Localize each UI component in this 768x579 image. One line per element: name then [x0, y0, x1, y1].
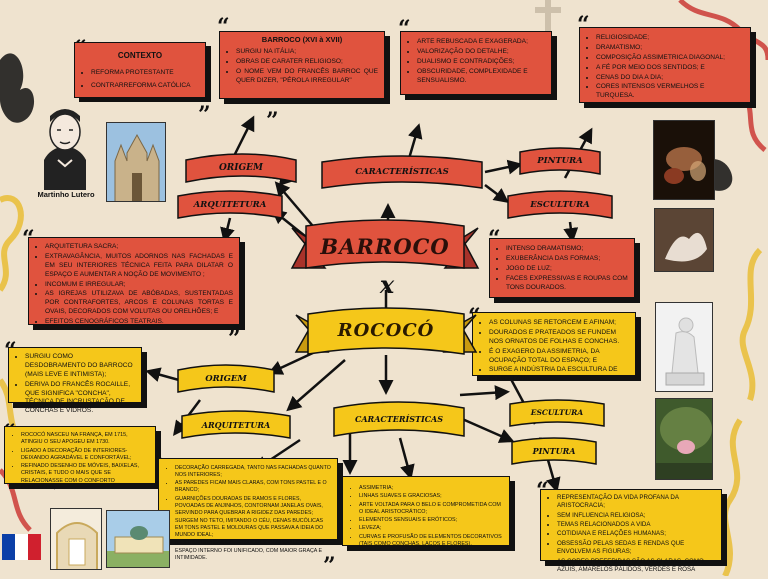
- barroco-pintura-box: RELIGIOSIDADE; DRAMATISMO; COMPOSIÇÃO AS…: [579, 27, 751, 103]
- ribbon-label: PINTURA: [532, 446, 576, 456]
- rococo-interior-image: [50, 508, 102, 570]
- list-item: EXUBERÂNCIA DAS FORMAS;: [506, 255, 628, 264]
- list-item: A FÉ POR MEIO DOS SENTIDOS; E: [596, 64, 744, 73]
- rococo-origem-box: SURGIU COMO DESDOBRAMENTO DO BARROCO (MA…: [8, 347, 142, 414]
- list-item: GUARNIÇÕES DOURADAS DE RAMOS E FLORES, P…: [175, 496, 331, 517]
- portrait-image: [44, 109, 86, 190]
- list-item: ARTE VOLTADA PARA O BELO E COMPROMETIDA …: [359, 502, 503, 517]
- versus-mark: x: [379, 270, 395, 299]
- barroco-origem-title: BARROCO (XVI à XVII): [261, 35, 343, 44]
- list-item: CENAS DO DIA A DIA;: [596, 74, 744, 83]
- list-item: REFINADO DESENHO DE MÓVEIS, BAIXELAS, CR…: [21, 463, 149, 492]
- rococo-title: ROCOCÓ: [337, 320, 435, 341]
- barroco-caracteristicas-box: ARTE REBUSCADA E EXAGERADA; VALORIZAÇÃO …: [400, 31, 552, 95]
- ribbon-label: CARACTERÍSTICAS: [355, 167, 449, 177]
- list-item: OBSCURIDADE, COMPLEXIDADE E SENSUALISMO.: [417, 68, 545, 86]
- list-item: LEVEZA;: [359, 525, 503, 532]
- list-item: SURGIU COMO DESDOBRAMENTO DO BARROCO (MA…: [25, 353, 135, 380]
- barroco-arquitetura-box: ARQUITETURA SACRA; EXTRAVAGÂNCIA, MUITOS…: [28, 237, 240, 325]
- list-item: LINHAS SUAVES E GRACIOSAS;: [359, 493, 503, 500]
- list-item: AS PAREDES FICAM MAIS CLARAS, COM TONS P…: [175, 480, 331, 494]
- list-item: LIGADO A DECORAÇÃO DE INTERIORES-DEIXAND…: [21, 448, 149, 463]
- list-item: SURGIU NA ITÁLIA;: [236, 48, 378, 57]
- list-item: INCOMUM E IRREGULAR;: [45, 281, 233, 290]
- list-item: ROCOCÓ NASCEU NA FRANÇA, EM 1715, ATINGI…: [21, 432, 149, 447]
- list-item: OBRAS DE CARATER RELIGIOSO;: [236, 58, 378, 67]
- cathedral-image: [106, 122, 166, 202]
- portrait-caption: Martinho Lutero: [37, 190, 95, 199]
- list-item: CORES INTENSOS VERMELHOS E TURQUESA.: [596, 83, 744, 101]
- barroco-title: BARROCO: [320, 234, 450, 259]
- list-item: A ESTRUTURA DAS CONSTRUÇÕES GANHOU LEVEZ…: [175, 540, 331, 561]
- rococo-contexto-box: ROCOCÓ NASCEU NA FRANÇA, EM 1715, ATINGI…: [4, 426, 156, 491]
- rococo-title-ribbon: ROCOCÓ: [308, 318, 464, 348]
- list-item: SEM INFLUENCIA RELIGIOSA;: [557, 512, 715, 520]
- barroco-escultura-box: INTENSO DRAMATISMO; EXUBERÂNCIA DAS FORM…: [489, 238, 635, 298]
- quote-mark: ”: [198, 102, 211, 128]
- list-item: DOURADOS E PRATEADOS SE FUNDEM NOS ORNAT…: [489, 329, 629, 347]
- ribbon-label: ESCULTURA: [530, 200, 590, 210]
- list-item: É O EXAGERO DA ASSIMETRIA, DA OCUPAÇÃO T…: [489, 348, 629, 366]
- list-item: REFORMA PROTESTANTE: [91, 69, 199, 78]
- list-item: ASSIMETRIA;: [359, 485, 503, 492]
- rococo-caracteristicas-box: ASSIMETRIA; LINHAS SUAVES E GRACIOSAS; A…: [342, 476, 510, 549]
- bernini-sculpture-image: [654, 208, 714, 272]
- list-item: SURGE A INDÚSTRIA DA ESCULTURA DE PORCEL…: [489, 366, 629, 384]
- list-item: JOGO DE LUZ;: [506, 265, 628, 274]
- list-item: FACES EXPRESSIVAS E ROUPAS COM TONS DOUR…: [506, 275, 628, 293]
- list-item: OBSESSÃO PELAS SEDAS E RENDAS QUE ENVOLV…: [557, 540, 715, 557]
- france-flag-image: [2, 534, 41, 560]
- porcelain-sculpture-image: [655, 302, 713, 392]
- list-item: EXTRAVAGÂNCIA, MUITOS ADORNOS NAS FACHAD…: [45, 253, 233, 280]
- list-item: ARQUITETURA SACRA;: [45, 243, 233, 252]
- contexto-box: CONTEXTO REFORMA PROTESTANTE CONTRARREFO…: [74, 42, 206, 98]
- list-item: DRAMATISMO;: [596, 44, 744, 53]
- caravaggio-painting-image: [653, 120, 715, 200]
- quote-mark: ”: [228, 326, 241, 352]
- ribbon-label: PINTURA: [537, 156, 583, 166]
- list-item: O NOME VEM DO FRANCÊS BARROC QUE QUER DI…: [236, 68, 378, 86]
- rococo-palace-image: [106, 510, 170, 568]
- barroco-origem-box: BARROCO (XVI à XVII) SURGIU NA ITÁLIA; O…: [219, 31, 385, 99]
- list-item: ARTE REBUSCADA E EXAGERADA;: [417, 38, 545, 47]
- list-item: DERIVA DO FRANCÊS ROCAILLE, QUE SIGNIFIC…: [25, 381, 135, 417]
- fragonard-painting-image: [655, 398, 713, 480]
- list-item: INTENSO DRAMATISMO;: [506, 245, 628, 254]
- list-item: RELIGIOSIDADE;: [596, 34, 744, 43]
- list-item: CURVAS E PROFUSÃO DE ELEMENTOS DECORATIV…: [359, 534, 503, 549]
- list-item: DUALISMO E CONTRADIÇÕES;: [417, 58, 545, 67]
- quote-mark: ”: [266, 108, 279, 134]
- list-item: COMPOSIÇÃO ASSIMETRICA DIAGONAL;: [596, 54, 744, 63]
- list-item: CONTRARREFORMA CATÓLICA: [91, 82, 199, 91]
- rococo-pintura-box: REPRESENTAÇÃO DA VIDA PROFANA DA ARISTOC…: [540, 489, 722, 573]
- list-item: AS CORES PREFERIDAS SÃO AS CLARAS, COMO …: [557, 558, 715, 575]
- ribbon-label: ORIGEM: [218, 163, 264, 173]
- barroco-title-ribbon: BARROCO: [306, 232, 464, 262]
- list-item: EFEITOS CENOGRÁFICOS TEATRAIS.: [45, 318, 233, 327]
- list-item: VALORIZAÇÃO DO DETALHE;: [417, 48, 545, 57]
- ribbon-label: ARQUITETURA: [193, 200, 267, 210]
- list-item: COTIDIANA E RELAÇÕES HUMANAS;: [557, 530, 715, 538]
- ribbon-label: ORIGEM: [205, 374, 247, 384]
- list-item: REPRESENTAÇÃO DA VIDA PROFANA DA ARISTOC…: [557, 494, 715, 511]
- list-item: AS IGREJAS UTILIZAVA DE ABÓBADAS, SUSTEN…: [45, 290, 233, 317]
- contexto-title: CONTEXTO: [117, 51, 163, 60]
- ribbon-label: ESCULTURA: [530, 408, 584, 417]
- list-item: ELEMENTOS SENSUAIS E ERÓTICOS;: [359, 517, 503, 524]
- quote-mark: ”: [323, 553, 336, 579]
- list-item: AS COLUNAS SE RETORCEM E AFINAM;: [489, 319, 629, 328]
- ribbon-label: CARACTERÍSTICAS: [354, 414, 444, 424]
- rococo-arquitetura-box: DECORAÇÃO CARREGADA, TANTO NAS FACHADAS …: [158, 458, 338, 561]
- rococo-escultura-box: AS COLUNAS SE RETORCEM E AFINAM; DOURADO…: [472, 312, 636, 382]
- list-item: DECORAÇÃO CARREGADA, TANTO NAS FACHADAS …: [175, 465, 331, 479]
- ribbon-label: ARQUITETURA: [201, 420, 271, 430]
- list-item: SURGEM NO TETO, IMITANDO O CÉU, CENAS BU…: [175, 518, 331, 539]
- list-item: TEMAS RELACIONADOS A VIDA: [557, 521, 715, 529]
